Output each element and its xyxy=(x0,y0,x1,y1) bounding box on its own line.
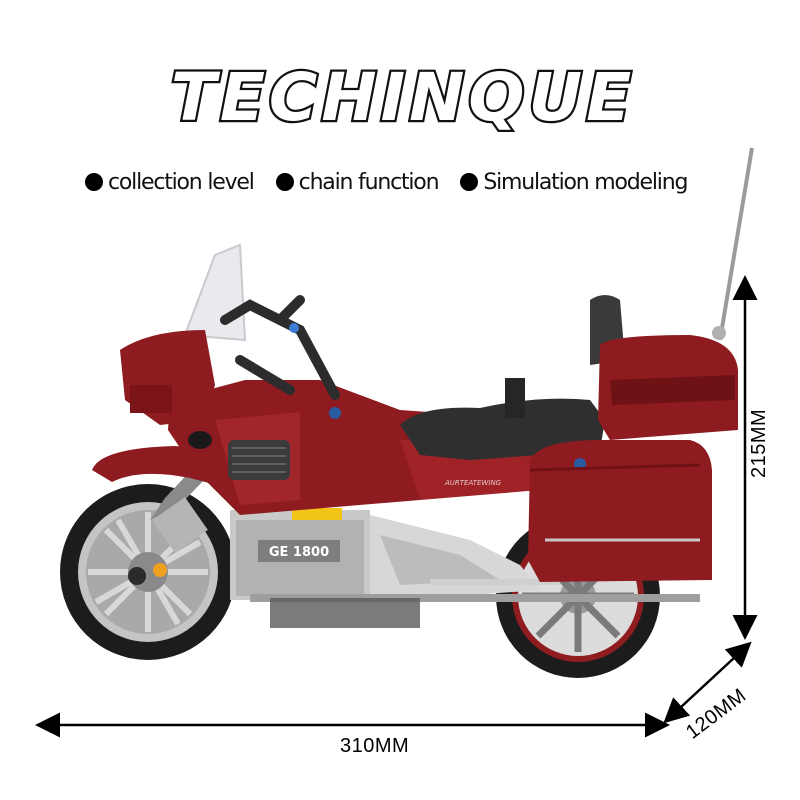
seat xyxy=(400,398,605,460)
engine-plate-text: GE 1800 xyxy=(269,545,329,560)
feature-label: collection level xyxy=(108,169,255,195)
width-label: 310MM xyxy=(340,735,410,757)
feature-item: Simulation modeling xyxy=(460,169,688,195)
depth-arrow xyxy=(663,641,752,724)
engine-block: GE 1800 xyxy=(230,508,700,628)
front-basket xyxy=(130,385,172,413)
feature-item: chain function xyxy=(275,169,440,195)
yellow-pins xyxy=(292,508,342,520)
bullet-icon xyxy=(460,173,479,191)
title-logo: TECHINQUE xyxy=(169,57,635,139)
top-case xyxy=(598,335,738,440)
body-decal-text: AURTEATEWING xyxy=(444,479,502,487)
feature-item: collection level xyxy=(85,169,255,195)
front-wheel xyxy=(60,484,236,660)
bullet-icon xyxy=(275,173,294,191)
feature-label: chain function xyxy=(298,169,440,195)
antenna-base xyxy=(712,326,726,340)
handlebar-cap-icon xyxy=(289,323,299,333)
headlight-vent xyxy=(188,431,212,449)
feature-label: Simulation modeling xyxy=(483,169,688,195)
bullet-icon xyxy=(85,173,103,191)
handlebars xyxy=(220,295,340,400)
side-grille xyxy=(228,440,290,480)
feature-list: collection level chain function Simulati… xyxy=(85,164,765,200)
height-label: 215MM xyxy=(748,408,770,478)
emblem-icon xyxy=(329,407,341,419)
saddlebag xyxy=(528,440,712,582)
title-text: TECHINQUE xyxy=(171,59,635,136)
antenna xyxy=(718,147,754,341)
